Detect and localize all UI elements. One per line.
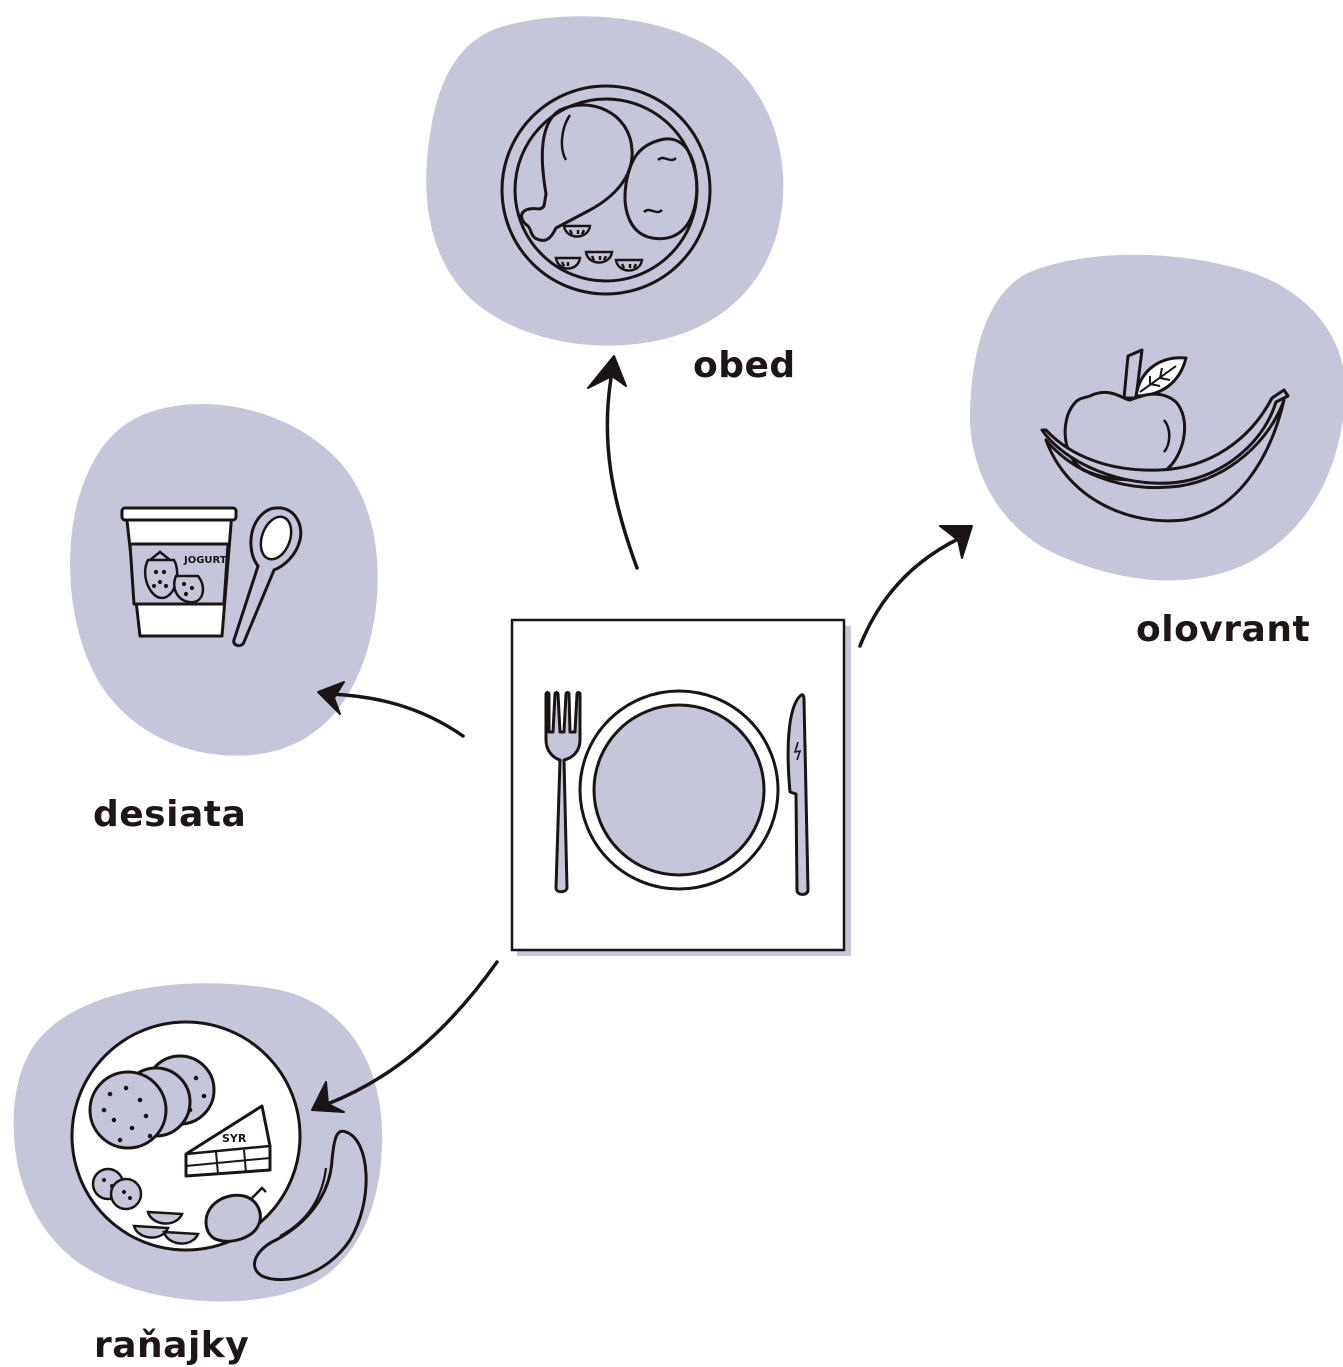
bread-roll-icon [253, 1129, 368, 1282]
label-olovrant: olovrant [1136, 609, 1311, 650]
chicken-leg-icon [520, 103, 634, 242]
knife-icon [786, 693, 810, 896]
yogurt-cup-and-spoon-icon: JOGURT [120, 506, 303, 648]
label-desiata: desiata [93, 794, 247, 835]
cheese-text: SYR [222, 1132, 247, 1145]
cheese-icon: SYR [184, 1104, 272, 1178]
dinner-plate-center [592, 703, 766, 877]
label-obed: obed [693, 345, 796, 386]
cucumber-slices-icon [554, 224, 644, 272]
arrow-to-desiata [317, 681, 465, 738]
arrow-to-ranajky [311, 960, 499, 1113]
banana-icon [1040, 388, 1290, 485]
label-ranajky: raňajky [94, 1325, 250, 1366]
fork-icon [544, 691, 582, 894]
pepper-icon [204, 1193, 262, 1243]
potato-icon [623, 137, 699, 241]
apple-icon [1063, 390, 1187, 482]
arrow-to-olovrant [858, 525, 973, 648]
plate-with-chicken-leg-potato-cucumber-icon [500, 84, 712, 296]
apple-and-banana-icon [1040, 348, 1290, 523]
plate-with-salami-cheese-vegetables-icon: SYR [70, 1020, 368, 1282]
yogurt-cup-text: JOGURT [183, 555, 227, 566]
place-setting-place-setting-plate-fork-knife-icon [510, 618, 851, 956]
arrow-to-obed [587, 355, 639, 570]
